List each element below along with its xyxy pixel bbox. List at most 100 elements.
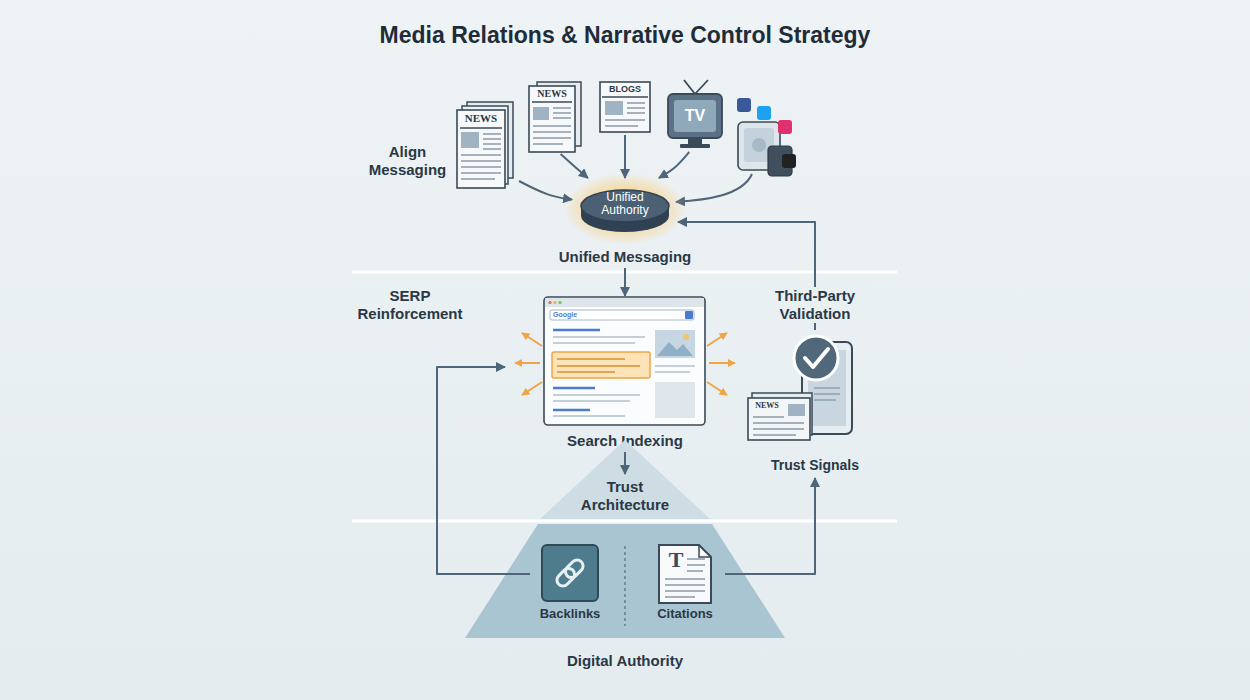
browser-bar	[545, 298, 704, 307]
connector-arrow	[624, 268, 626, 296]
side-panel	[655, 382, 695, 418]
section-divider	[352, 271, 897, 274]
masthead-text: NEWS	[750, 401, 784, 411]
node-caption: Backlinks	[530, 606, 610, 622]
section-label: Align Messaging	[360, 143, 455, 179]
connector-arrow	[437, 367, 530, 574]
image-sun	[683, 334, 689, 340]
pyramid-heading: Trust Architecture	[570, 478, 680, 514]
pyramid-top	[540, 440, 710, 519]
ripple-arrow	[707, 333, 727, 346]
newspaper-photo	[788, 404, 805, 416]
search-results: GoogleSearch Indexing	[505, 296, 745, 452]
newspaper-line	[533, 125, 571, 127]
hub-text: Unified Authority	[585, 191, 665, 217]
pyramid-divider	[624, 546, 626, 626]
connector-arrow	[624, 452, 626, 474]
section-divider	[352, 520, 897, 523]
social-arrow	[676, 174, 752, 202]
document-icon	[659, 545, 711, 603]
chain-loop	[563, 557, 586, 580]
document-line	[665, 584, 705, 586]
newspaper-line	[483, 148, 501, 150]
blog-line	[605, 125, 638, 127]
masthead-text: NEWS	[457, 112, 505, 125]
newspaper-icon: NEWS	[455, 100, 519, 190]
result-title	[553, 329, 600, 332]
newspaper-line	[753, 434, 796, 436]
document-line	[665, 590, 705, 592]
document-letter: T	[663, 547, 689, 573]
image-mountain	[657, 342, 693, 356]
newspaper-line	[483, 143, 501, 145]
newspaper-line	[753, 416, 784, 418]
newspaper-page	[748, 398, 810, 440]
browser-illustration	[505, 296, 745, 452]
search-button	[685, 311, 693, 319]
newspaper-line	[753, 428, 804, 430]
tv-antenna	[695, 80, 708, 94]
chain-link	[554, 557, 585, 588]
tv-stand	[688, 138, 702, 144]
tablet-line	[814, 387, 840, 389]
social-icon	[778, 120, 792, 134]
tv-stand	[680, 144, 710, 148]
connector-arrow	[659, 152, 689, 178]
node-caption: Citations	[645, 606, 725, 622]
tv-antenna	[684, 80, 695, 94]
search-bar	[550, 310, 694, 320]
check-mark	[805, 349, 828, 367]
document-line	[665, 578, 705, 580]
result-line	[553, 342, 635, 344]
newspaper-line	[483, 133, 501, 135]
result-line	[553, 415, 625, 417]
result-line	[553, 336, 645, 338]
search-logo: Google	[553, 311, 593, 319]
masthead-text: NEWS	[529, 88, 575, 100]
pyramid-caption: Digital Authority	[500, 652, 750, 670]
blog-rule	[602, 96, 648, 97]
newspaper-rule	[460, 127, 502, 129]
ripple-arrow	[709, 362, 735, 364]
citations-block: T Citations	[645, 543, 725, 628]
connector-label: Third-Party Validation	[755, 287, 875, 323]
document-line	[687, 570, 703, 572]
newspaper-page	[457, 110, 505, 188]
social-icon	[737, 98, 751, 112]
newspaper-photo	[461, 132, 479, 148]
screen-text: TV	[674, 106, 716, 125]
newspaper-icon: NEWS	[527, 80, 583, 154]
backlinks-block: Backlinks	[530, 543, 610, 628]
newspaper-line	[461, 160, 501, 162]
ripple-arrow	[515, 362, 540, 364]
ripple-arrow	[522, 382, 542, 395]
blog-line	[627, 102, 645, 104]
newspaper-line	[553, 107, 571, 109]
blog-photo	[605, 101, 623, 115]
newspaper-rule	[532, 101, 572, 103]
blog-icon: BLOGS	[598, 80, 652, 135]
newspaper-line	[553, 117, 571, 119]
section-label: SERP Reinforcement	[345, 287, 475, 323]
browser-window	[544, 297, 705, 425]
tv-body	[668, 94, 722, 138]
highlight-line	[557, 358, 625, 360]
ripple-arrow	[707, 382, 727, 395]
node-caption: Unified Messaging	[545, 248, 705, 266]
highlight-line	[557, 365, 640, 367]
ripple-arrow	[522, 333, 542, 346]
result-title	[553, 409, 590, 412]
connector-arrow	[678, 222, 815, 330]
newspaper-line	[533, 131, 571, 133]
disk-top	[581, 190, 669, 222]
result-line	[655, 365, 695, 367]
result-line	[553, 400, 630, 402]
masthead-text: BLOGS	[600, 84, 650, 95]
connector-arrow	[519, 181, 572, 200]
blog-line	[627, 112, 645, 114]
trust-signals: NEWSTrust Signals	[740, 330, 890, 478]
highlighted-result	[552, 352, 650, 378]
blog-line	[627, 107, 645, 109]
result-line	[553, 394, 640, 396]
